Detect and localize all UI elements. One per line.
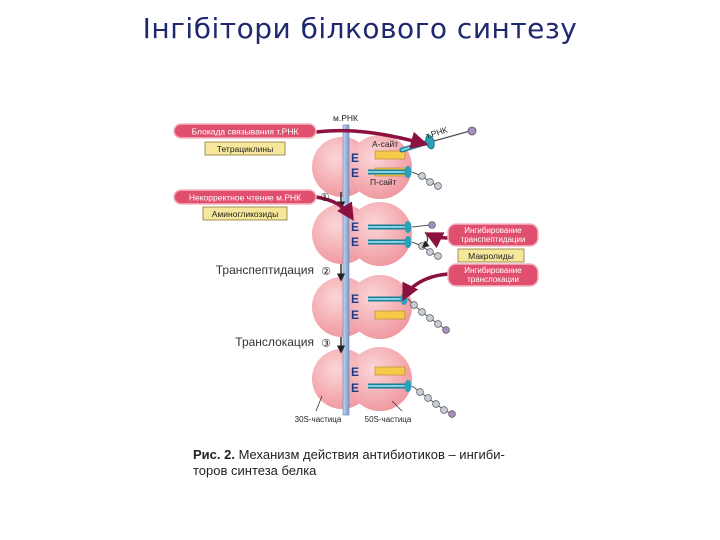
e-site-label: E bbox=[351, 166, 359, 180]
e-site-label: E bbox=[351, 308, 359, 322]
particle-30s-label: 30S-частица bbox=[295, 415, 342, 424]
e-site-label: E bbox=[351, 365, 359, 379]
trna-pair-stage-4 bbox=[368, 366, 456, 418]
a-site-slot bbox=[374, 150, 406, 160]
aminoglycosides-label: Аминогликозиды bbox=[212, 209, 278, 219]
macrolides-label: Макролиды bbox=[468, 251, 514, 261]
step-label-translocation: Транслокация bbox=[235, 335, 314, 349]
ribosome-stage-3 bbox=[312, 275, 412, 339]
tetracyclines-box bbox=[204, 141, 286, 156]
e-site-label: E bbox=[351, 235, 359, 249]
trna-binding-block-label: Блокада связывания т.РНК bbox=[192, 127, 299, 137]
inhibition-arrow-misreading bbox=[315, 195, 354, 221]
misreading-banner bbox=[173, 189, 317, 205]
trna-pair-stage-3 bbox=[368, 293, 450, 334]
pointer-50s bbox=[391, 400, 403, 412]
tetracyclines-label: Тетрациклины bbox=[217, 144, 273, 154]
inhibition-arrow-transpeptidation bbox=[424, 232, 449, 249]
particle-50s-label: 50S-частица bbox=[365, 415, 412, 424]
ribosome-stage-4 bbox=[312, 347, 412, 411]
p-site-label: П-сайт bbox=[370, 177, 397, 187]
transpeptidation-inhibition-banner bbox=[447, 223, 539, 247]
misreading-label: Некорректное чтение м.РНК bbox=[189, 193, 301, 203]
figure-caption: Рис. 2. Механизм действия антибиотиков –… bbox=[193, 447, 573, 479]
inhibition-arrow-trna-binding bbox=[315, 128, 429, 149]
trna-p-site-1 bbox=[368, 166, 442, 190]
step-number-2: ② bbox=[321, 266, 331, 278]
caption-prefix: Рис. 2. bbox=[193, 447, 235, 462]
ribosome-stage-2 bbox=[312, 202, 412, 266]
translocation-inhibition-banner bbox=[447, 263, 539, 287]
e-site-label: E bbox=[351, 292, 359, 306]
step-number-3: ③ bbox=[321, 338, 331, 350]
ribosome-50s-subunit bbox=[348, 347, 412, 411]
translocation-inhibition-line2: транслокации bbox=[467, 275, 519, 284]
ribosome-50s-subunit bbox=[348, 275, 412, 339]
ribosome-50s-subunit bbox=[348, 202, 412, 266]
caption-line-1: Рис. 2. Механизм действия антибиотиков –… bbox=[193, 447, 573, 463]
e-site-label: E bbox=[351, 220, 359, 234]
pointer-30s bbox=[315, 395, 323, 412]
step-number-1: ① bbox=[320, 192, 330, 204]
inhibition-arrow-translocation bbox=[402, 272, 449, 302]
mrna-label: м.РНК bbox=[333, 113, 358, 123]
mrna-strand bbox=[342, 124, 350, 416]
trna-binding-block-banner bbox=[173, 123, 317, 139]
macrolides-box bbox=[457, 248, 525, 263]
aminoglycosides-box bbox=[202, 206, 288, 221]
trna-pair-stage-2 bbox=[368, 221, 442, 260]
caption-line-2: торов синтеза белка bbox=[193, 463, 317, 478]
slide-title: Інгібітори білкового синтезу bbox=[142, 12, 578, 45]
caption-text-1: Механизм действия антибиотиков – ингиби- bbox=[234, 447, 505, 462]
transpeptidation-inhibition-line1: Ингибирование bbox=[464, 226, 522, 235]
a-site-label: А-сайт bbox=[372, 139, 398, 149]
translocation-inhibition-line1: Ингибирование bbox=[464, 266, 522, 275]
e-site-label: E bbox=[351, 151, 359, 165]
e-site-label: E bbox=[351, 381, 359, 395]
transpeptidation-inhibition-line2: транспептидации bbox=[461, 235, 526, 244]
step-label-transpeptidation: Транспептидация bbox=[216, 263, 314, 277]
